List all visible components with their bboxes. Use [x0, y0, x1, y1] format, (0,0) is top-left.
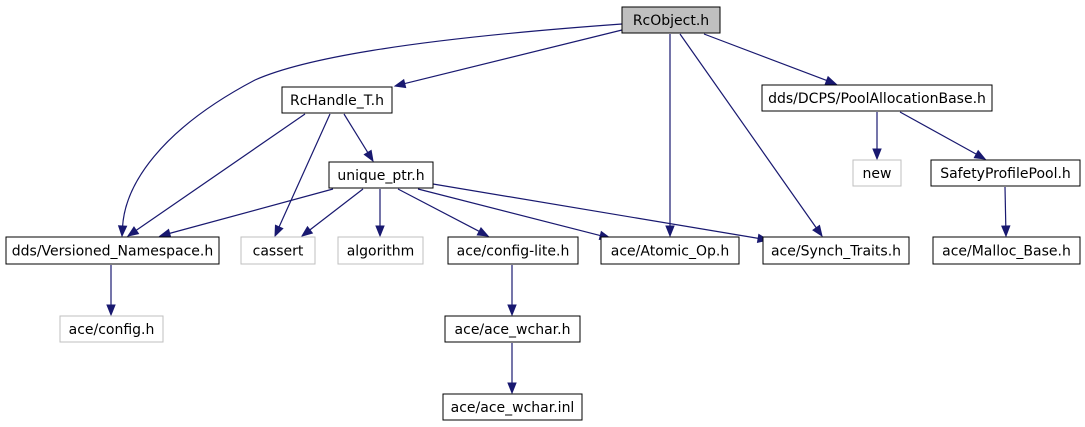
node-box-configlite: [447, 236, 579, 265]
arrowhead-rcobject-to-versioned: [117, 225, 128, 238]
node-label-versioned: dds/Versioned_Namespace.h: [12, 244, 213, 260]
node-label-safetypool: SafetyProfilePool.h: [940, 166, 1071, 182]
arrowhead-configlite-to-acewchar: [507, 304, 517, 317]
node-configlite[interactable]: ace/config-lite.h: [447, 236, 579, 265]
node-label-algorithm: algorithm: [347, 244, 415, 260]
arrowhead-acewchar-to-acewcharinl: [507, 382, 517, 395]
edge-rchandle-to-uniqueptr: [343, 113, 369, 154]
arrowhead-rcobject-to-atomicop: [665, 225, 675, 238]
node-safetypool[interactable]: SafetyProfilePool.h: [930, 159, 1081, 187]
node-box-mallocbase: [932, 236, 1081, 265]
arrowhead-uniqueptr-to-algorithm: [375, 225, 385, 238]
edge-rcobject-to-versioned: [121, 23, 623, 228]
arrowhead-poolalloc-to-safetypool: [973, 149, 987, 160]
arrowhead-uniqueptr-to-configlite: [476, 226, 490, 237]
node-box-poolalloc: [761, 84, 993, 112]
node-box-synchtraits: [762, 236, 910, 265]
arrowhead-uniqueptr-to-versioned: [158, 228, 172, 238]
edge-rcobject-to-poolalloc: [703, 33, 828, 82]
node-uniqueptr[interactable]: unique_ptr.h: [328, 161, 434, 189]
node-rchandle[interactable]: RcHandle_T.h: [281, 86, 393, 114]
edge-rchandle-to-versioned: [135, 113, 306, 232]
node-cassert: cassert: [240, 236, 316, 265]
node-label-synchtraits: ace/Synch_Traits.h: [771, 244, 901, 260]
node-box-uniqueptr: [328, 161, 434, 189]
node-box-new: [852, 159, 902, 187]
arrowhead-rchandle-to-cassert: [274, 224, 284, 238]
node-label-rcobject: RcObject.h: [633, 13, 709, 29]
node-box-algorithm: [337, 236, 424, 265]
node-label-cassert: cassert: [253, 244, 304, 260]
arrowhead-rcobject-to-synchtraits: [812, 224, 823, 238]
arrowhead-uniqueptr-to-cassert: [300, 225, 314, 237]
arrowhead-rchandle-to-versioned: [126, 226, 140, 237]
arrowhead-rchandle-to-uniqueptr: [363, 149, 374, 163]
arrowhead-safetypool-to-mallocbase: [1001, 225, 1011, 238]
node-box-aceconfig: [59, 315, 164, 343]
node-mallocbase[interactable]: ace/Malloc_Base.h: [932, 236, 1081, 265]
node-box-acewcharinl: [442, 393, 583, 421]
node-label-aceconfig: ace/config.h: [69, 322, 155, 338]
node-label-acewcharinl: ace/ace_wchar.inl: [451, 400, 575, 416]
edge-uniqueptr-to-versioned: [168, 188, 334, 235]
node-synchtraits[interactable]: ace/Synch_Traits.h: [762, 236, 910, 265]
arrowhead-versioned-to-aceconfig: [106, 304, 116, 317]
node-poolalloc[interactable]: dds/DCPS/PoolAllocationBase.h: [761, 84, 993, 112]
arrowhead-poolalloc-to-new: [872, 148, 882, 161]
edge-rcobject-to-rchandle: [403, 29, 623, 85]
edge-safetypool-to-mallocbase: [1004, 186, 1007, 228]
node-atomicop[interactable]: ace/Atomic_Op.h: [600, 236, 740, 265]
node-label-new: new: [863, 166, 892, 182]
node-label-configlite: ace/config-lite.h: [457, 244, 570, 260]
node-label-uniqueptr: unique_ptr.h: [337, 168, 424, 184]
edge-rcobject-to-synchtraits: [679, 33, 818, 229]
node-box-safetypool: [930, 159, 1081, 187]
edges-layer: [106, 23, 1011, 395]
node-versioned[interactable]: dds/Versioned_Namespace.h: [5, 236, 220, 265]
node-acewcharinl[interactable]: ace/ace_wchar.inl: [442, 393, 583, 421]
edge-uniqueptr-to-synchtraits: [432, 183, 760, 240]
node-box-acewchar: [444, 315, 581, 343]
edge-poolalloc-to-safetypool: [899, 111, 978, 156]
edge-uniqueptr-to-atomicop: [417, 188, 602, 237]
edge-uniqueptr-to-configlite: [397, 188, 481, 233]
node-label-atomicop: ace/Atomic_Op.h: [611, 244, 729, 260]
arrowhead-rcobject-to-rchandle: [393, 78, 407, 89]
edge-rchandle-to-cassert: [278, 113, 331, 229]
node-box-rcobject: [621, 6, 721, 34]
node-box-versioned: [5, 236, 220, 265]
node-label-mallocbase: ace/Malloc_Base.h: [942, 244, 1071, 260]
node-aceconfig: ace/config.h: [59, 315, 164, 343]
node-box-rchandle: [281, 86, 393, 114]
node-box-atomicop: [600, 236, 740, 265]
node-acewchar[interactable]: ace/ace_wchar.h: [444, 315, 581, 343]
node-algorithm: algorithm: [337, 236, 424, 265]
node-label-poolalloc: dds/DCPS/PoolAllocationBase.h: [768, 91, 986, 107]
edge-uniqueptr-to-cassert: [308, 188, 364, 231]
arrowhead-rcobject-to-poolalloc: [824, 75, 838, 85]
node-box-cassert: [240, 236, 316, 265]
node-new: new: [852, 159, 902, 187]
node-label-rchandle: RcHandle_T.h: [290, 93, 384, 109]
node-label-acewchar: ace/ace_wchar.h: [455, 322, 571, 338]
node-rcobject[interactable]: RcObject.h: [621, 6, 721, 34]
